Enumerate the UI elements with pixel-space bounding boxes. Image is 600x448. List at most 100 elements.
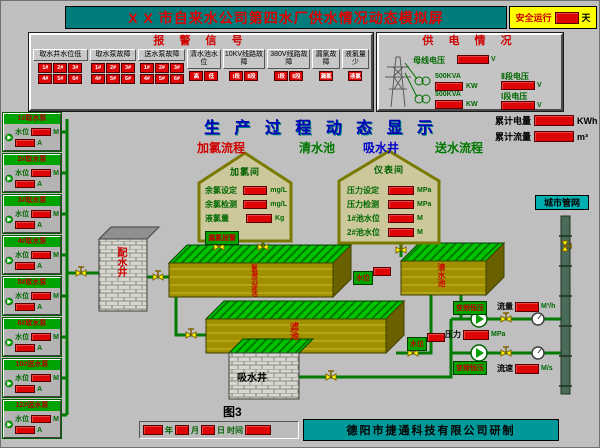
section2-voltage-display xyxy=(501,81,535,90)
total-energy: 累计电量 KWh xyxy=(495,114,598,127)
pump-current-unit: A xyxy=(37,262,43,270)
safe-run-unit: 天 xyxy=(581,13,591,23)
pump-icon xyxy=(5,215,13,223)
chlorine-row-unit: mg/L xyxy=(270,187,287,194)
chlorine-row-label: 余氯检测 xyxy=(205,200,237,209)
valve-icon[interactable] xyxy=(75,266,87,277)
filter-tank xyxy=(204,299,406,355)
total-flow-label: 累计流量 xyxy=(495,132,532,142)
total-flow: 累计流量 m³ xyxy=(495,130,588,143)
power-panel-title: 供 电 情 况 xyxy=(422,35,518,47)
valve-icon[interactable] xyxy=(500,312,512,323)
alarm-indicator: 5# xyxy=(106,74,121,85)
clear-water-tank xyxy=(399,241,506,297)
alarm-indicator: Ⅱ段 xyxy=(244,71,259,82)
pump-level-display xyxy=(31,292,52,300)
meter-row-label: 压力检测 xyxy=(347,200,379,209)
transformer2-kw-unit: KW xyxy=(466,101,478,108)
meter-house-rows: 压力设定 MPa 压力检测 MPa 1#池水位 M 2#池水位 M xyxy=(347,185,435,241)
screen-title-bar: X X 市自来水公司第四水厂供水情况动态模拟屏 xyxy=(65,6,507,29)
pump-level-label: 水位 xyxy=(15,334,30,341)
meter-row-unit: MPa xyxy=(417,187,432,194)
alarm-indicator: 6# xyxy=(121,74,136,85)
pump-level-display xyxy=(31,169,52,177)
level-tag-display xyxy=(373,267,391,276)
meter-row-unit: M xyxy=(417,229,423,236)
pressure-label: 压力 xyxy=(445,330,461,339)
flow-instrument: 流量 M³/h xyxy=(497,301,555,312)
alarm-indicator: 6# xyxy=(68,74,83,85)
alarm-indicator: 5# xyxy=(154,74,169,85)
valve-icon[interactable] xyxy=(185,328,197,339)
alarm-indicator: Ⅱ段 xyxy=(289,71,304,82)
pylon-icon xyxy=(385,56,411,108)
pump-current-display xyxy=(15,344,36,352)
year-display xyxy=(143,425,163,435)
alarm-indicator: 4# xyxy=(139,74,154,85)
pump-level-display xyxy=(31,374,52,382)
alarm-group-label: 液氯量少 xyxy=(341,49,370,70)
alarm-group-label: 380V线路故障 xyxy=(267,49,311,70)
alarm-indicator: 1# xyxy=(38,63,53,74)
pump-icon xyxy=(5,256,13,264)
time-display xyxy=(245,425,271,435)
pump-level-label: 水位 xyxy=(15,293,30,300)
pump-level-display xyxy=(31,128,52,136)
meter-row-unit: M xyxy=(417,215,423,222)
pump-level-display xyxy=(31,333,52,341)
velocity-instrument: 流速 M/s xyxy=(497,363,553,374)
company-credit: 德阳市捷通科技有限公司研制 xyxy=(303,419,559,441)
pump-label: 6#取水泵 xyxy=(4,319,60,329)
pump-label: 10#送水泵 xyxy=(4,360,60,370)
pump-current-unit: A xyxy=(37,180,43,188)
pump-level-unit: M xyxy=(53,128,59,136)
pump-current-unit: A xyxy=(37,303,43,311)
flow-label-suction-well: 吸水井 xyxy=(363,141,400,155)
alarm-indicator: Ⅰ段 xyxy=(274,71,289,82)
valve-icon[interactable] xyxy=(500,346,512,357)
alarm-indicator: 2# xyxy=(154,63,169,74)
valve-icon[interactable] xyxy=(152,270,164,281)
total-energy-label: 累计电量 xyxy=(495,116,532,126)
meter-row-label: 2#池水位 xyxy=(347,228,380,237)
chlorine-row-display xyxy=(243,200,268,209)
level-tag-label: 水位 xyxy=(353,271,373,285)
city-network-pipe xyxy=(559,215,572,395)
pump-level-label: 水位 xyxy=(15,252,30,259)
alarm-group-label: 取水泵故障 xyxy=(89,49,137,62)
city-network-label: 城市管网 xyxy=(535,195,589,210)
pump-icon xyxy=(5,420,13,428)
alarm-indicator: 1# xyxy=(139,63,154,74)
page-title: X X 市自来水公司第四水厂供水情况动态模拟屏 xyxy=(128,9,444,26)
alarm-group-label: 取水井水位低 xyxy=(33,49,88,62)
month-display xyxy=(175,425,189,435)
flow-unit: M³/h xyxy=(541,303,556,310)
time-label: 时间 xyxy=(227,425,243,435)
alarm-indicator: 高 xyxy=(189,71,204,82)
meter-row-label: 压力设定 xyxy=(347,186,379,195)
pump-level-unit: M xyxy=(53,333,59,341)
transformer1-kw-display xyxy=(435,82,463,91)
level-tag-display xyxy=(427,333,445,342)
alarm-group-chlorine-low: 液氯量少 液氯 xyxy=(341,49,370,84)
pressure-instrument: 压力 MPa xyxy=(445,329,505,340)
flow-meter-icon xyxy=(531,346,545,360)
delivery-pump-icon[interactable] xyxy=(470,344,488,362)
meter-house-name: 仪表间 xyxy=(373,165,404,175)
valve-icon[interactable] xyxy=(325,370,337,381)
total-energy-unit: KWh xyxy=(577,115,598,126)
pump-current-display xyxy=(15,139,36,147)
section1-voltage-unit: V xyxy=(537,102,542,109)
alarm-indicator: 4# xyxy=(91,74,106,85)
alarm-group-label: 漏氯故障 xyxy=(312,49,340,70)
flow-label-clear-pool: 清水池 xyxy=(299,141,336,155)
